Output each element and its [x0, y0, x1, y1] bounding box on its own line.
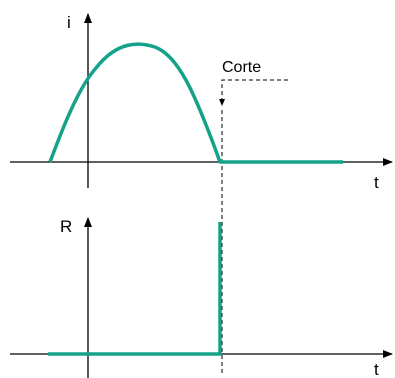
bottom-x-label: t	[374, 360, 379, 378]
resistance-step-curve	[48, 222, 222, 356]
cutoff-annotation: Corte	[222, 59, 261, 76]
bottom-plot: R t	[10, 217, 393, 378]
top-y-label: i	[67, 13, 71, 32]
top-x-label: t	[374, 173, 379, 192]
current-curve	[48, 42, 343, 164]
bottom-y-label: R	[60, 217, 72, 236]
top-plot: i t Corte	[10, 13, 393, 375]
cutoff-dashed-line	[219, 79, 288, 106]
